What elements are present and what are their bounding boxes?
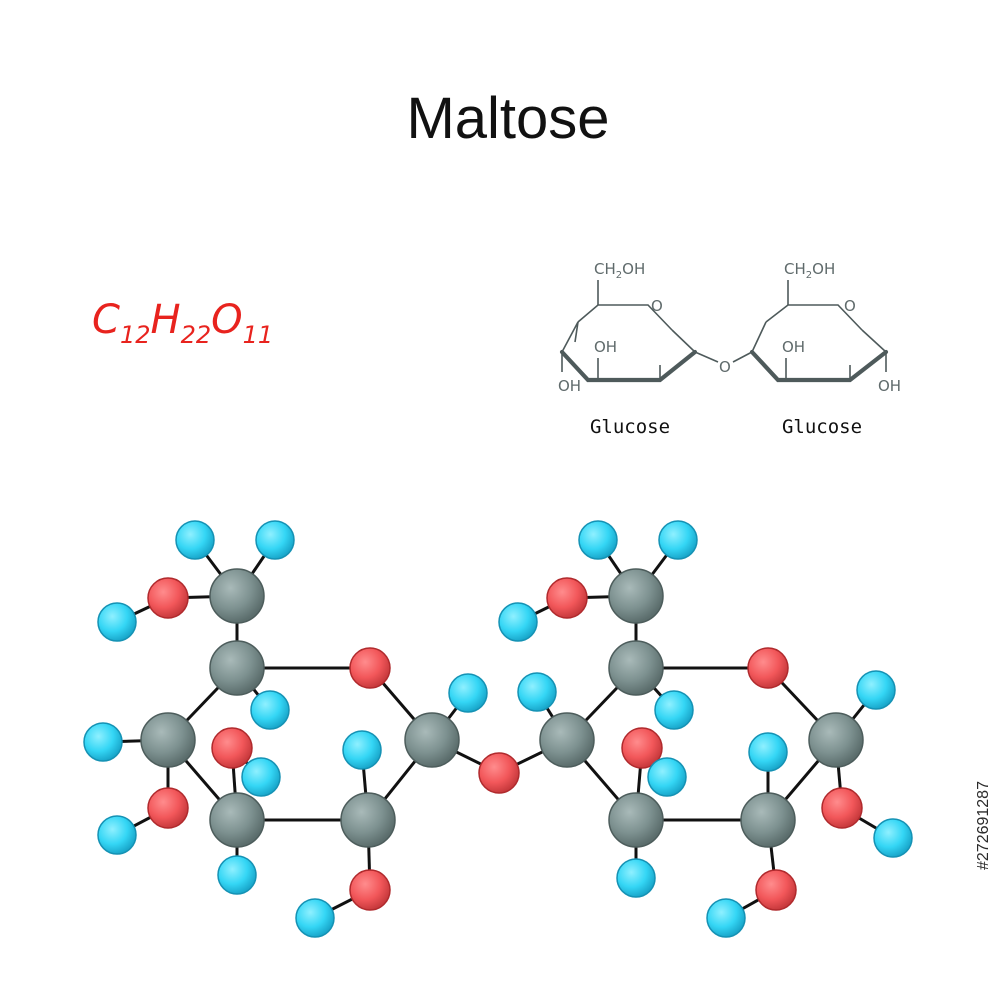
unit-caption-1: Glucose — [590, 416, 670, 438]
ball-and-stick-model — [83, 520, 913, 938]
carbon-atom — [340, 792, 396, 848]
hydrogen-atom — [578, 520, 618, 560]
formula-hydrogen: H — [150, 297, 180, 343]
hydrogen-atom — [255, 520, 295, 560]
ch2oh-label-2: CH2OH — [784, 260, 835, 281]
carbon-atom — [608, 792, 664, 848]
ring-oxygen-label-2: O — [844, 297, 856, 315]
hydrogen-atom — [856, 670, 896, 710]
hydroxyl-label-2a: OH — [782, 338, 805, 356]
atoms — [83, 520, 913, 938]
oxygen-atom — [147, 577, 189, 619]
oxygen-atom — [546, 577, 588, 619]
carbon-atom — [209, 568, 265, 624]
hydrogen-atom — [654, 690, 694, 730]
hydrogen-atom — [250, 690, 290, 730]
oxygen-atom — [821, 787, 863, 829]
ring-oxygen-label-1: O — [651, 297, 663, 315]
formula-hydrogen-count: 22 — [181, 321, 212, 349]
bridge-oxygen-label: O — [719, 358, 731, 376]
hydrogen-atom — [241, 757, 281, 797]
carbon-atom — [608, 568, 664, 624]
glucose-ring-2 — [732, 280, 889, 383]
stock-id: #272691287 — [975, 781, 992, 870]
ch2oh-label-1: CH2OH — [594, 260, 645, 281]
hydroxyl-label-1b: OH — [558, 377, 581, 395]
hydrogen-atom — [97, 815, 137, 855]
oxygen-atom — [621, 727, 663, 769]
carbon-atom — [209, 640, 265, 696]
hydrogen-atom — [175, 520, 215, 560]
carbon-atom — [209, 792, 265, 848]
glucose-ring-1 — [559, 280, 719, 383]
hydrogen-atom — [83, 722, 123, 762]
unit-caption-2: Glucose — [782, 416, 862, 438]
molecular-formula: C12H22O11 — [92, 297, 273, 349]
formula-oxygen-count: 11 — [243, 321, 274, 349]
hydrogen-atom — [448, 673, 488, 713]
oxygen-atom — [211, 727, 253, 769]
hydrogen-atom — [658, 520, 698, 560]
hydrogen-atom — [706, 898, 746, 938]
formula-carbon-count: 12 — [120, 321, 151, 349]
carbon-atom — [808, 712, 864, 768]
carbon-atom — [608, 640, 664, 696]
hydrogen-atom — [517, 672, 557, 712]
oxygen-atom — [349, 647, 391, 689]
hydrogen-atom — [498, 602, 538, 642]
carbon-atom — [740, 792, 796, 848]
hydrogen-atom — [217, 855, 257, 895]
carbon-atom — [539, 712, 595, 768]
hydrogen-atom — [616, 858, 656, 898]
hydroxyl-label-2b: OH — [878, 377, 901, 395]
formula-oxygen: O — [211, 297, 242, 343]
carbon-atom — [140, 712, 196, 768]
oxygen-atom — [349, 869, 391, 911]
oxygen-atom — [755, 869, 797, 911]
hydrogen-atom — [873, 818, 913, 858]
oxygen-atom — [478, 752, 520, 794]
carbon-atom — [404, 712, 460, 768]
hydrogen-atom — [647, 757, 687, 797]
oxygen-atom — [147, 787, 189, 829]
hydrogen-atom — [295, 898, 335, 938]
hydrogen-atom — [97, 602, 137, 642]
hydrogen-atom — [342, 730, 382, 770]
oxygen-atom — [747, 647, 789, 689]
structural-formula: CH2OH O OH OH O CH2OH O OH OH Glucose Gl… — [558, 260, 901, 438]
formula-carbon: C — [92, 297, 120, 343]
hydrogen-atom — [748, 732, 788, 772]
hydroxyl-label-1a: OH — [594, 338, 617, 356]
page-title: Maltose — [406, 86, 609, 151]
